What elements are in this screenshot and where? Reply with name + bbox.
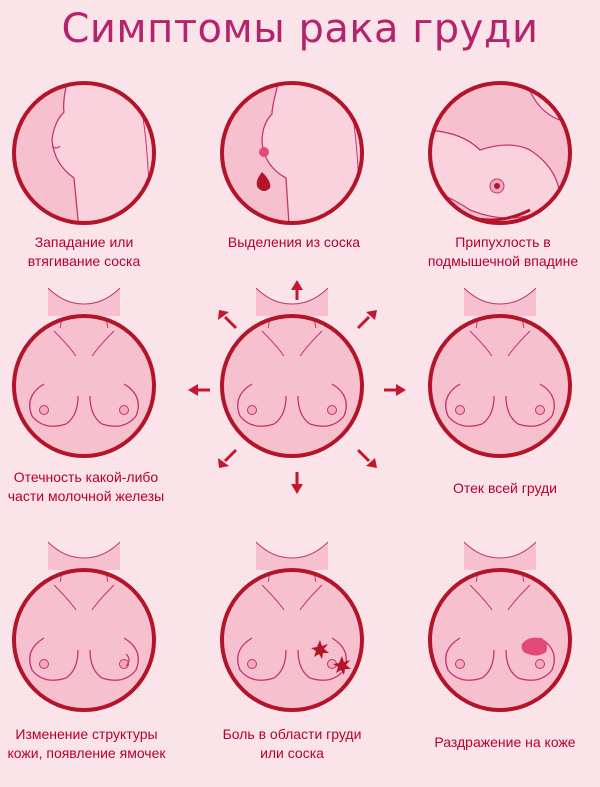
circle-pain [220,568,364,712]
arrow-down-icon [291,472,303,494]
arrow-right-icon [384,384,406,396]
caption-whole-breast-swelling: Отек всей груди [453,480,557,496]
irritation-spot [521,637,548,656]
circle-nipple-discharge [220,81,364,225]
caption-pain: Боль в области груди или соска [222,726,362,761]
neck-overflow-row3-center [255,541,329,571]
neck-overflow-row2-center [255,287,329,317]
circle-partial-swelling [12,314,156,458]
arrow-up-icon [291,280,303,300]
neck-overflow-row3-left [47,541,121,571]
caption-skin-dimpling: Изменение структуры кожи, появление ямоч… [7,726,166,761]
neck-overflow-row3-right [463,541,537,571]
caption-partial-swelling: Отечность какой-либо части молочной желе… [7,469,165,504]
arrow-left-icon [188,384,210,396]
arrow-up-right-icon [356,310,377,330]
radial-arrows [188,280,406,494]
circle-whole-breast-swelling [428,314,572,458]
caption-nipple-discharge: Выделения из соска [227,234,361,250]
arrow-up-left-icon [218,310,238,330]
neck-overflow-row2-left [47,287,121,317]
circle-center-hub [220,314,364,458]
caption-retracted-nipple: Западание или втягивание соска [27,234,141,269]
pain-star-icon [311,640,329,659]
page-title: Симптомы рака груди [61,6,539,52]
arrow-down-right-icon [356,448,377,468]
caption-armpit-swelling: Припухлость в подмышечной впадине [427,234,579,269]
circle-armpit-swelling [428,81,572,225]
pain-star-icon [333,656,351,675]
arrow-down-left-icon [218,448,238,468]
neck-overflow-row2-right [463,287,537,317]
caption-skin-irritation: Раздражение на коже [434,734,576,750]
circle-skin-irritation [428,568,572,712]
circle-skin-dimpling [12,568,156,712]
circle-retracted-nipple [12,81,156,225]
